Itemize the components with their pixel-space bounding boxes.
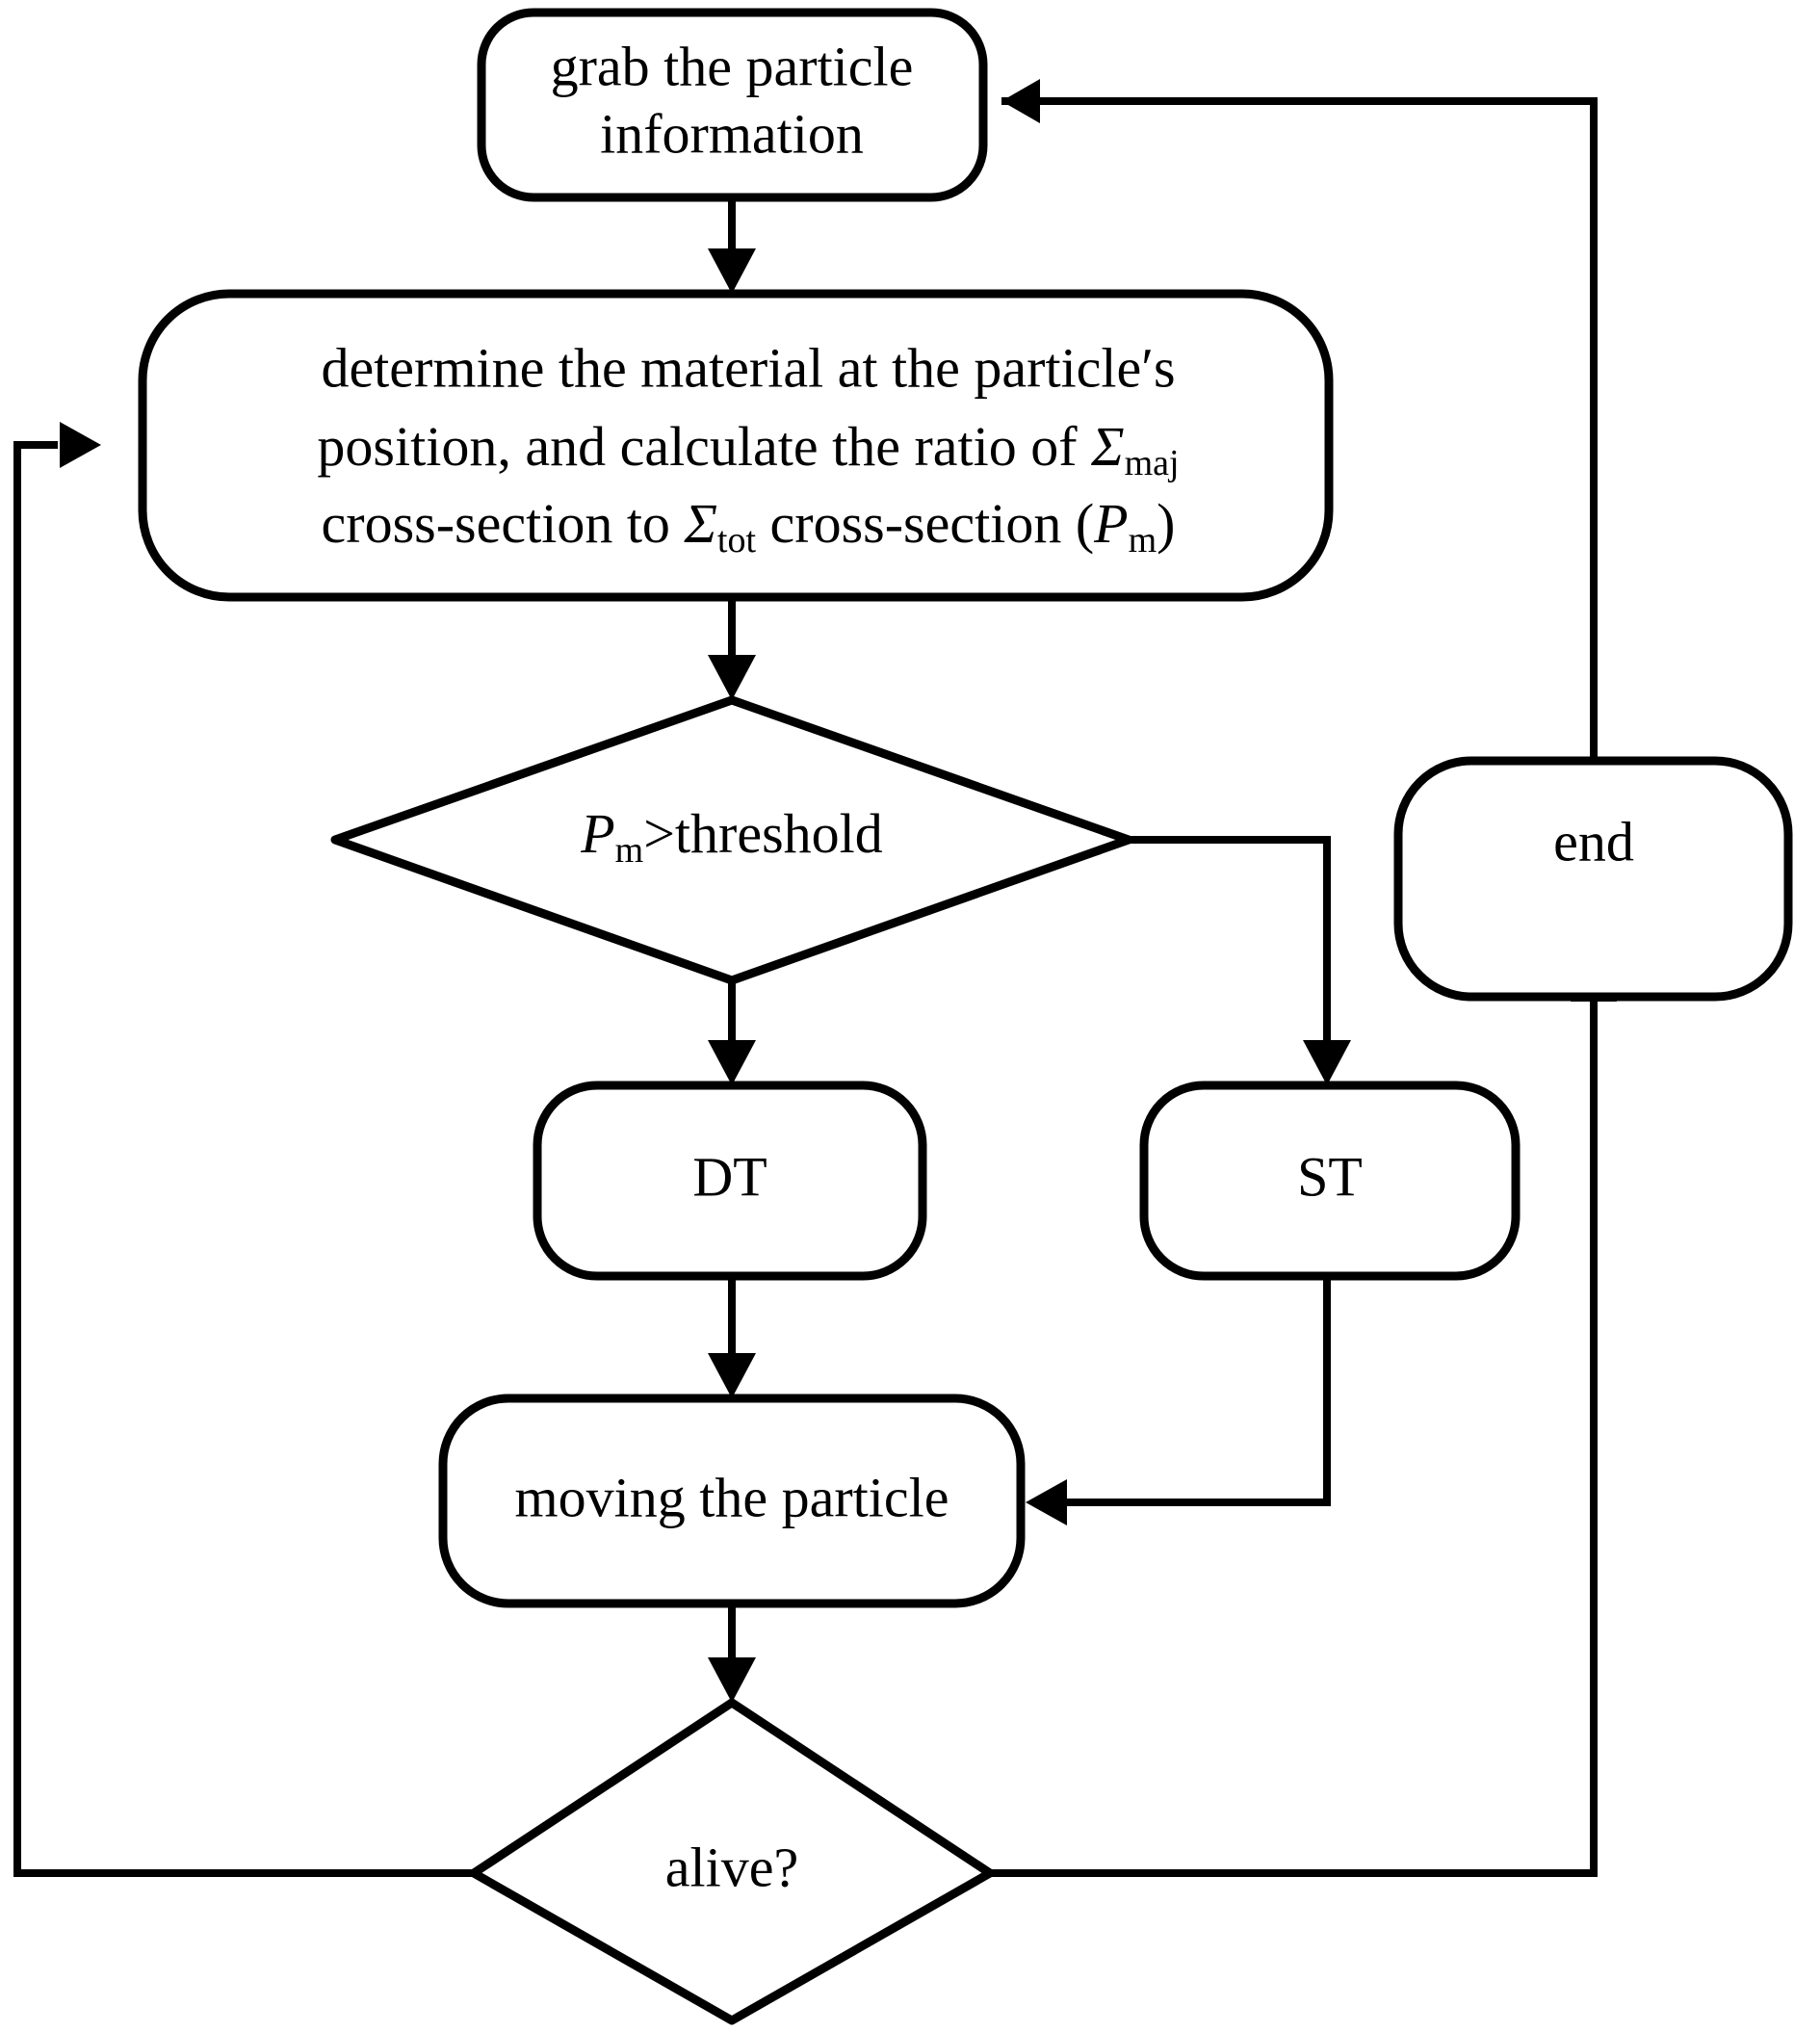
node-moving-label: moving the particle bbox=[515, 1466, 949, 1528]
arrowhead-into-decision-pm bbox=[708, 655, 756, 700]
arrowhead-into-moving-right bbox=[1026, 1479, 1067, 1525]
node-decision-alive[interactable]: alive? bbox=[469, 1698, 995, 2025]
node-dt-label: DT bbox=[692, 1145, 767, 1208]
node-end-label: end bbox=[1553, 810, 1634, 873]
node-determine-label-line2: position, and calculate the ratio of Σma… bbox=[317, 415, 1179, 482]
arrowhead-into-grab bbox=[1001, 79, 1040, 123]
node-decision-pm-label: Pm>threshold bbox=[580, 802, 883, 870]
arrowhead-into-alive bbox=[708, 1657, 756, 1703]
node-st-label: ST bbox=[1297, 1145, 1363, 1208]
node-grab-label-line2: information bbox=[600, 102, 864, 165]
decision-pm-var: P bbox=[580, 802, 614, 865]
node-determine-label-line3: cross-section to Σtot cross-section (Pm) bbox=[322, 492, 1176, 560]
decision-pm-rest: >threshold bbox=[643, 802, 883, 865]
determine-line3-mid: cross-section ( bbox=[756, 492, 1094, 555]
edge-decision-to-st bbox=[1129, 836, 1351, 1085]
node-decision-pm-threshold[interactable]: Pm>threshold bbox=[330, 695, 1133, 985]
determine-line3-post: ) bbox=[1157, 492, 1175, 555]
sigma-tot-subscript: tot bbox=[717, 520, 757, 560]
decision-pm-subscript: m bbox=[615, 830, 644, 871]
node-moving-the-particle[interactable]: moving the particle bbox=[438, 1394, 1026, 1608]
arrowhead-into-dt bbox=[708, 1040, 756, 1085]
node-alive-label: alive? bbox=[665, 1836, 798, 1898]
edge-st-to-moving bbox=[1026, 1276, 1331, 1525]
node-grab-the-particle-information[interactable]: grab the particle information bbox=[477, 8, 988, 202]
node-dt[interactable]: DT bbox=[533, 1081, 927, 1281]
arrowhead-into-determine-left bbox=[60, 422, 101, 468]
arrowhead-into-determine bbox=[708, 248, 756, 294]
node-st[interactable]: ST bbox=[1139, 1081, 1521, 1281]
node-grab-label-line1: grab the particle bbox=[551, 35, 914, 97]
arrowhead-into-st bbox=[1303, 1040, 1351, 1085]
sigma-maj-subscript: maj bbox=[1125, 443, 1180, 483]
node-determine-label-line1: determine the material at the particle′s bbox=[321, 336, 1175, 399]
sigma-maj-symbol: Σ bbox=[1090, 415, 1124, 478]
arrowhead-into-moving-top bbox=[708, 1353, 756, 1398]
edge-dt-to-moving bbox=[708, 1276, 756, 1398]
sigma-tot-symbol: Σ bbox=[683, 492, 716, 555]
edge-decision-to-dt bbox=[708, 977, 756, 1085]
edge-determine-to-decision bbox=[708, 597, 756, 700]
determine-line3-pre: cross-section to bbox=[322, 492, 685, 555]
pm-var-symbol: P bbox=[1093, 492, 1128, 555]
node-determine-material[interactable]: determine the material at the particle′s… bbox=[138, 289, 1334, 602]
determine-line2-text: position, and calculate the ratio of bbox=[317, 415, 1091, 478]
edge-moving-to-alive bbox=[708, 1603, 756, 1703]
pm-var-subscript: m bbox=[1129, 520, 1157, 560]
edge-end-to-grab bbox=[1001, 79, 1598, 761]
edge-grab-to-determine bbox=[708, 197, 756, 294]
node-end[interactable]: end bbox=[1393, 756, 1793, 1002]
edge-alive-to-determine bbox=[13, 422, 474, 1877]
